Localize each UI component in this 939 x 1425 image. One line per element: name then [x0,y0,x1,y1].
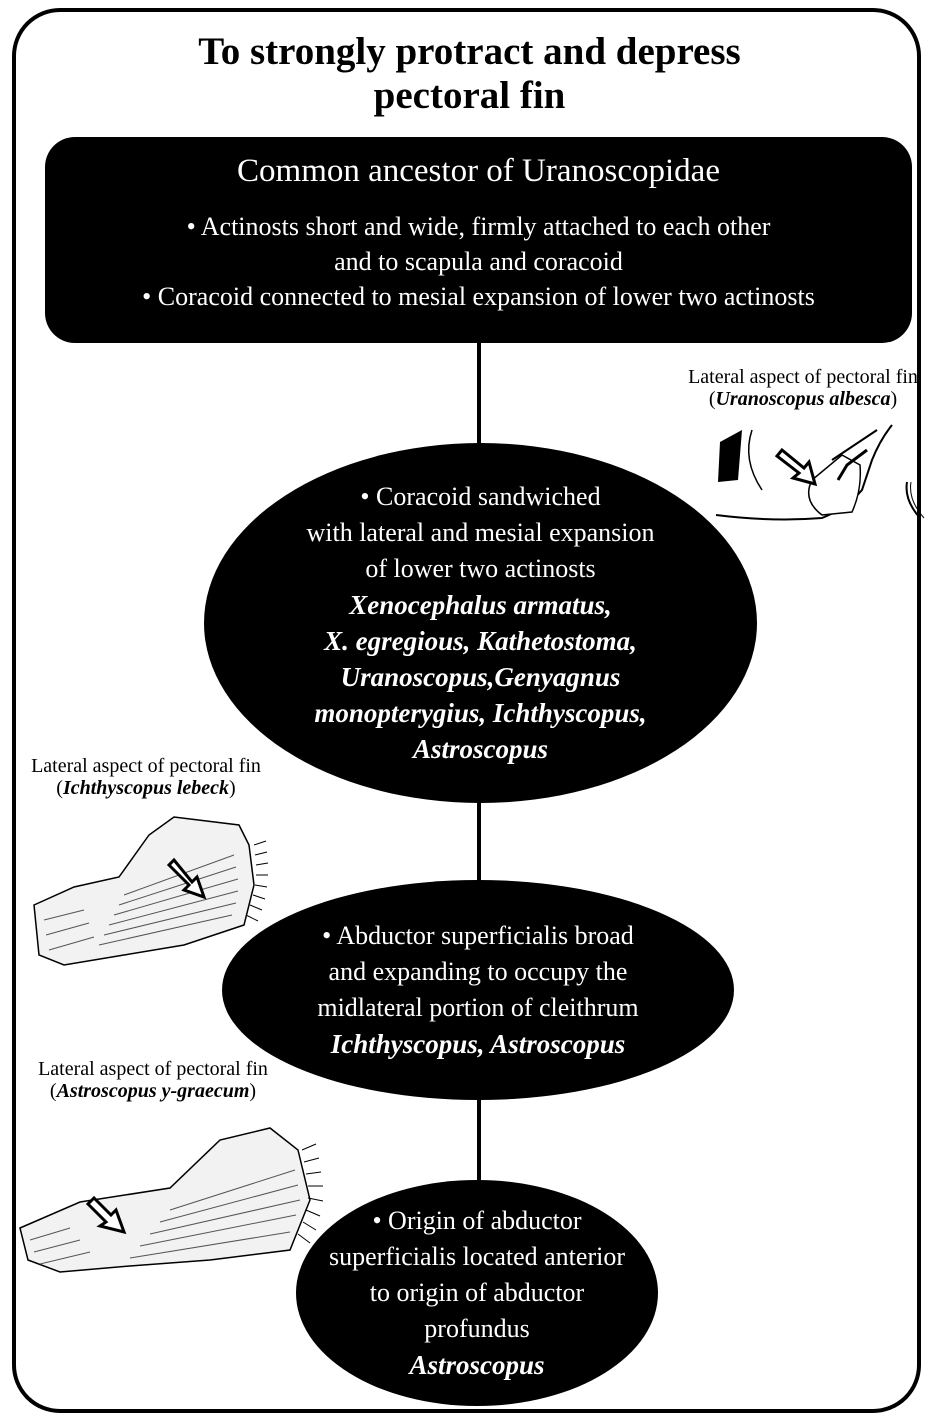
node2-text-line: and expanding to occupy the [328,957,628,986]
title-line-2: pectoral fin [373,74,566,117]
node1-species-line: Astroscopus [412,734,549,764]
ancestor-bullet-2: • Coracoid connected to mesial expansion… [142,282,815,311]
figure-caption-ichthyscopus: Lateral aspect of pectoral fin (Ichthysc… [6,755,286,799]
node3-species-line: Astroscopus [409,1350,545,1380]
ancestor-bullet-1-line-2: and to scapula and coracoid [334,247,623,276]
ancestor-box: Common ancestor of Uranoscopidae • Actin… [45,137,912,343]
node3-text-line: to origin of abductor [369,1278,585,1307]
node1-text-line: • Coracoid sandwiched [360,482,601,511]
figure-caption-astroscopus: Lateral aspect of pectoral fin (Astrosco… [8,1058,298,1102]
ancestor-bullet-1-line-1: • Actinosts short and wide, firmly attac… [186,212,771,241]
uranoscopus-fin-illustration [715,424,925,521]
node-abductor-broad: • Abductor superficialis broad and expan… [222,880,734,1100]
diagram-title: To strongly protract and depress pectora… [0,30,939,118]
outer-frame [12,8,921,1413]
caption-text: Lateral aspect of pectoral fin [31,755,261,777]
connector-line-3 [477,1096,481,1184]
node2-text-line: midlateral portion of cleithrum [317,993,639,1022]
node1-text-line: with lateral and mesial expansion [306,518,655,547]
connector-line-1 [477,340,481,450]
astroscopus-fin-illustration [19,1127,324,1273]
caption-species: Astroscopus y-graecum [56,1080,250,1102]
node3-text-line: profundus [424,1314,530,1343]
caption-species: Uranoscopus albesca [715,388,891,410]
caption-species: Ichthyscopus lebeck [62,777,230,799]
node3-text-line: • Origin of abductor [372,1206,582,1235]
figure-caption-uranoscopus: Lateral aspect of pectoral fin (Uranosco… [668,366,938,410]
caption-text: Lateral aspect of pectoral fin [688,366,918,388]
node3-text-line: superficialis located anterior [329,1242,625,1271]
ancestor-heading: Common ancestor of Uranoscopidae [237,153,720,189]
caption-text: Lateral aspect of pectoral fin [38,1058,268,1080]
connector-line-2 [477,798,481,886]
title-line-1: To strongly protract and depress [198,30,741,73]
node-coracoid-sandwiched: • Coracoid sandwiched with lateral and m… [204,443,757,803]
node2-species-line: Ichthyscopus, Astroscopus [330,1029,626,1059]
node1-text-line: of lower two actinosts [365,554,596,583]
node1-species-line: monopterygius, Ichthyscopus, [314,698,647,728]
node1-species-line: Uranoscopus,Genyagnus [340,662,621,692]
node2-text-line: • Abductor superficialis broad [322,921,634,950]
node1-species-line: X. egregious, Kathetostoma, [324,626,637,656]
node-abductor-origin: • Origin of abductor superficialis locat… [296,1180,658,1406]
ichthyscopus-fin-illustration [33,816,269,966]
node1-species-line: Xenocephalus armatus, [349,590,612,620]
